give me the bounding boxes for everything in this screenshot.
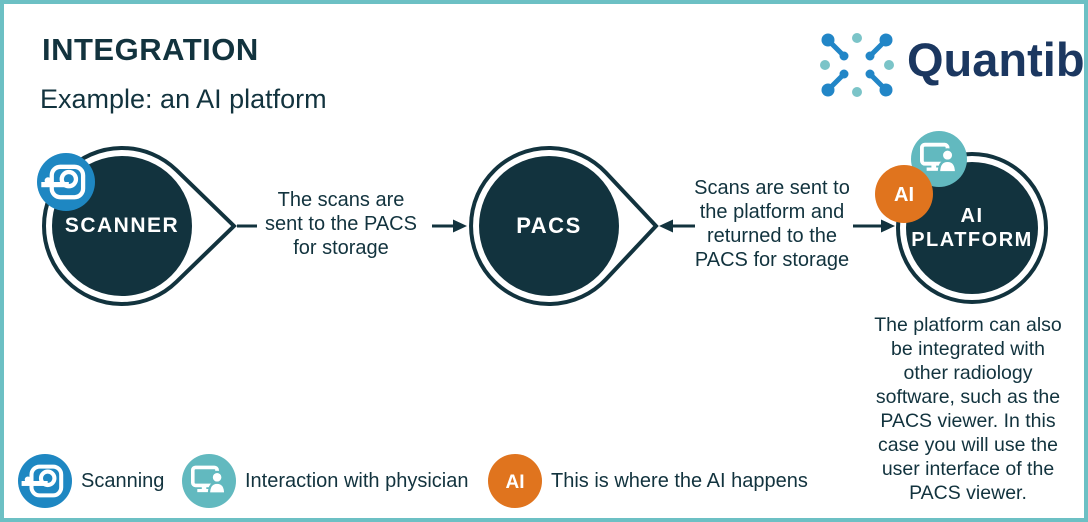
logo-molecule: [820, 33, 894, 97]
physician-computer-icon: [182, 454, 236, 508]
scanner-node-label: SCANNER: [64, 214, 180, 237]
scanner-badge: [37, 153, 95, 211]
legend-label-ai: This is where the AI happens: [551, 469, 808, 492]
pacs-node: [469, 146, 659, 306]
physician-badge: [911, 131, 967, 187]
legend-item-ai: AI This is where the AI happens: [487, 453, 808, 509]
ai-badge-icon: AI: [488, 454, 542, 508]
flow-diagram: AI: [37, 131, 1048, 306]
page-subtitle: Example: an AI platform: [40, 84, 327, 114]
connector-caption-scanner-pacs: The scans are sent to the PACS for stora…: [265, 189, 417, 259]
legend-label-physician: Interaction with physician: [245, 469, 469, 492]
legend-item-physician: Interaction with physician: [181, 453, 468, 509]
quantib-logo-text: Quantib: [907, 33, 1085, 86]
arrowhead-right-icon: [453, 219, 467, 233]
arrowhead-right-icon: [881, 219, 895, 233]
mri-scanner-icon: [18, 454, 72, 508]
connector-caption-pacs-platform: Scans are sent to the platform and retur…: [694, 177, 850, 271]
arrowhead-left-icon: [659, 219, 673, 233]
arrow-scanner-to-pacs: [237, 219, 467, 233]
pacs-node-label: PACS: [516, 213, 582, 238]
legend-item-scanning: Scanning: [17, 453, 164, 509]
arrow-platform-to-pacs: [659, 219, 695, 233]
quantib-logo-icon: [820, 33, 894, 97]
ai-badge-label: AI: [506, 472, 525, 493]
ai-platform-node: [896, 152, 1048, 304]
ai-platform-node-label: AI PLATFORM: [911, 205, 1033, 251]
ai-badge-label: AI: [894, 184, 914, 206]
platform-note: The platform can also be integrated with…: [874, 314, 1062, 504]
ai-badge: AI: [875, 165, 933, 223]
page-title: INTEGRATION: [42, 32, 259, 67]
arrow-pacs-to-platform: [853, 219, 895, 233]
legend-label-scanning: Scanning: [81, 469, 165, 492]
